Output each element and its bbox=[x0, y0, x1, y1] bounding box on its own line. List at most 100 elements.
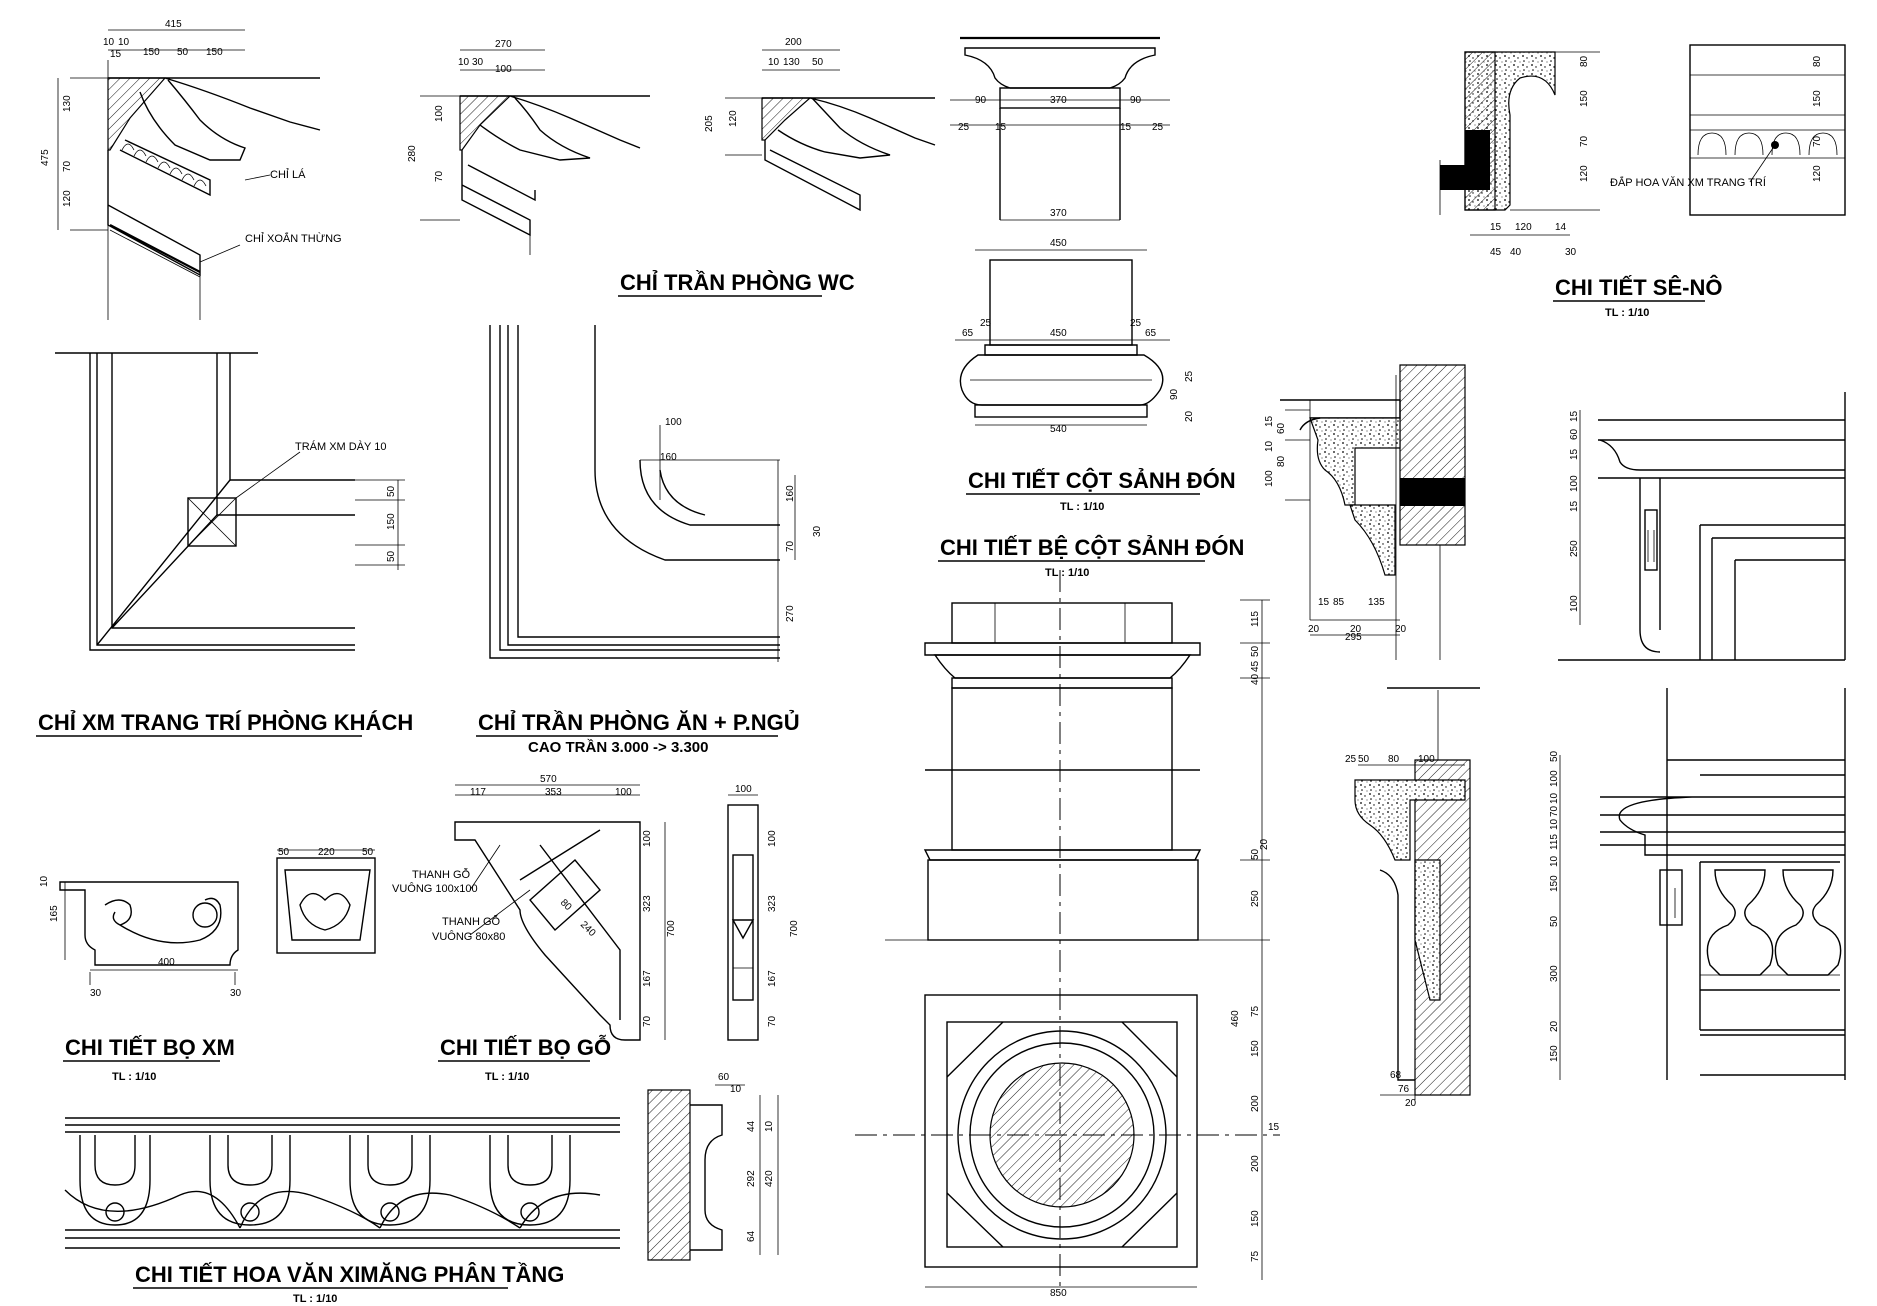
dim-text: 160 bbox=[785, 485, 796, 502]
wood-bar-80-size: VUÔNG 80x80 bbox=[432, 930, 505, 943]
dim-text: 100 bbox=[1264, 470, 1275, 487]
column-base-elevation: 450 450 65 25 25 65 540 20 90 25 bbox=[955, 238, 1195, 435]
facade-section-1: 15 60 10 80 100 15 85 135 20 20 295 20 bbox=[1264, 364, 1466, 660]
dim-text: 205 bbox=[704, 115, 715, 132]
dim-text: 120 bbox=[728, 110, 739, 127]
column-pedestal-elevation: 115 50 45 40 20 50 250 460 75 150 200 15… bbox=[855, 570, 1280, 1299]
dim-text: 60 bbox=[718, 1072, 730, 1083]
dim-text: 115 bbox=[1250, 611, 1261, 627]
dim-text: 70 bbox=[62, 160, 73, 172]
dim-text: 100 bbox=[495, 64, 512, 75]
wood-bar-100-size: VUÔNG 100x100 bbox=[392, 882, 478, 895]
dim-text: 80 bbox=[1812, 55, 1823, 67]
baluster-1 bbox=[1700, 869, 1780, 976]
title-column-lobby: CHI TIẾT CỘT SẢNH ĐÓN bbox=[968, 468, 1236, 493]
dim-text: 100 bbox=[434, 105, 445, 122]
dim-text: 90 bbox=[1169, 388, 1180, 400]
dim-text: 100 bbox=[1549, 770, 1560, 787]
dining-ceiling-height: CAO TRẦN 3.000 -> 3.300 bbox=[528, 739, 709, 756]
dim-text: 270 bbox=[495, 39, 512, 50]
cement-rosette bbox=[187, 497, 237, 547]
dim-text: 200 bbox=[785, 37, 802, 48]
dim-text: 90 bbox=[1130, 95, 1142, 106]
dim-text: 240 bbox=[578, 919, 598, 939]
dim-text: 15 bbox=[1569, 500, 1580, 512]
dim-text: 10 bbox=[103, 37, 115, 48]
dim-text: 460 bbox=[1230, 1010, 1241, 1027]
ceiling-molding-detail-2: 270 10 30 100 280 100 70 bbox=[407, 39, 650, 255]
dim-text: 15 bbox=[995, 122, 1007, 133]
scale-column-lobby: TL : 1/10 bbox=[1060, 501, 1104, 513]
dim-text: 68 bbox=[1390, 1070, 1402, 1081]
baluster-2 bbox=[1774, 869, 1842, 976]
dim-text: 700 bbox=[789, 920, 800, 937]
dim-text: 370 bbox=[1050, 208, 1067, 219]
dim-text: 850 bbox=[1050, 1288, 1067, 1299]
frieze-section: 60 10 44 10 292 420 64 bbox=[647, 1072, 779, 1261]
dim-text: 323 bbox=[642, 895, 653, 912]
dim-text: 50 bbox=[1250, 645, 1261, 657]
cement-corbel-front: 50 220 50 bbox=[276, 847, 376, 954]
dim-text: 70 bbox=[1579, 135, 1590, 147]
dim-text: 50 bbox=[386, 485, 397, 497]
egg-motif-1 bbox=[79, 1135, 151, 1226]
dim-text: 250 bbox=[1569, 540, 1580, 557]
facade-section-2: 25 50 80 100 68 76 20 bbox=[1345, 687, 1480, 1109]
dim-text: 15 bbox=[1318, 597, 1330, 608]
column-capital-elevation: 90 370 90 25 15 15 25 370 bbox=[950, 36, 1170, 221]
dim-text: 76 bbox=[1398, 1084, 1410, 1095]
dim-text: 20 bbox=[1549, 1020, 1560, 1032]
dim-text: 70 bbox=[642, 1015, 653, 1027]
dim-text: 80 bbox=[1388, 754, 1400, 765]
dim-text: 570 bbox=[540, 774, 557, 785]
dim-text: 30 bbox=[812, 525, 823, 537]
dim-text: 45 bbox=[1250, 660, 1261, 672]
dim-text: 15 bbox=[1264, 415, 1275, 427]
dim-text: 50 bbox=[177, 47, 189, 58]
title-frieze: CHI TIẾT HOA VĂN XIMĂNG PHÂN TẦNG bbox=[135, 1262, 564, 1287]
dim-text: 60 bbox=[1569, 428, 1580, 440]
dim-text: 10 bbox=[1549, 855, 1560, 867]
gutter-elevation: ĐẮP HOA VĂN XM TRANG TRÍ 80 150 70 120 bbox=[1610, 44, 1846, 216]
dim-text: 70 bbox=[1549, 805, 1560, 817]
dim-text: 10 bbox=[118, 37, 130, 48]
dim-text: 10 bbox=[1549, 792, 1560, 804]
dim-text: 20 bbox=[1184, 410, 1195, 422]
dim-text: 292 bbox=[746, 1170, 757, 1187]
dim-text: 20 bbox=[1395, 624, 1407, 635]
dim-text: 14 bbox=[1555, 222, 1567, 233]
dim-text: 130 bbox=[62, 95, 73, 112]
dim-text: 50 bbox=[1549, 750, 1560, 762]
dim-text: 80 bbox=[1579, 55, 1590, 67]
dim-text: 85 bbox=[1333, 597, 1345, 608]
dim-text: 60 bbox=[1276, 422, 1287, 434]
title-gutter: CHI TIẾT SÊ-NÔ bbox=[1555, 275, 1722, 300]
dim-text: 70 bbox=[767, 1015, 778, 1027]
dim-text: 50 bbox=[1250, 848, 1261, 860]
dim-text: 75 bbox=[1250, 1250, 1261, 1262]
dim-text: 115 bbox=[1549, 834, 1560, 850]
dim-text: 15 bbox=[1490, 222, 1502, 233]
dim-text: 420 bbox=[764, 1170, 775, 1187]
cement-frieze-elevation bbox=[64, 1117, 620, 1249]
dim-text: 10 bbox=[1549, 818, 1560, 830]
balustrade-elevation-upper: 15 60 15 100 15 250 100 bbox=[1558, 392, 1846, 661]
dim-text: 80 bbox=[1276, 455, 1287, 467]
title-cement-corbel: CHI TIẾT BỌ XM bbox=[65, 1035, 235, 1060]
dim-text: 100 bbox=[615, 787, 632, 798]
dim-text: 15 bbox=[1569, 448, 1580, 460]
gutter-ornament-label: ĐẮP HOA VĂN XM TRANG TRÍ bbox=[1610, 176, 1767, 189]
dim-text: 220 bbox=[318, 847, 335, 858]
dim-text: 100 bbox=[1569, 475, 1580, 492]
dim-text: 353 bbox=[545, 787, 562, 798]
title-ceiling-wc: CHỈ TRẦN PHÒNG WC bbox=[620, 270, 855, 295]
balustrade-elevation-lower: 50 100 10 70 10 115 10 150 50 300 20 150 bbox=[1549, 688, 1846, 1080]
dim-text: 450 bbox=[1050, 238, 1067, 249]
dim-text: 700 bbox=[666, 920, 677, 937]
dim-text: 75 bbox=[1250, 1005, 1261, 1017]
wood-bar-100-label: THANH GỖ bbox=[412, 868, 471, 881]
dim-text: 25 bbox=[1345, 754, 1357, 765]
dim-text: 15 bbox=[1268, 1122, 1280, 1133]
dim-text: 100 bbox=[642, 830, 653, 847]
